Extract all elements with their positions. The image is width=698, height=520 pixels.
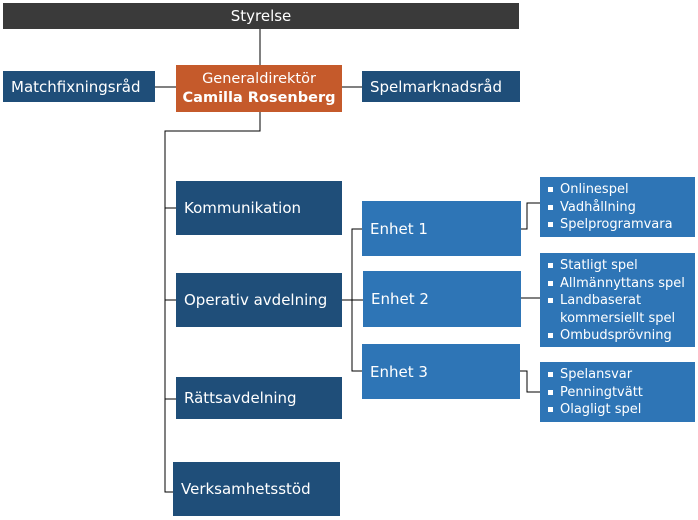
dept-verksamhet-box: Verksamhetsstöd <box>173 462 340 516</box>
task-list: Spelansvar Penningtvätt Olagligt spel <box>546 366 643 419</box>
dept-label: Operativ avdelning <box>184 291 328 309</box>
unit-1-tasks-box: Onlinespel Vadhållning Spelprogramvara <box>540 177 695 237</box>
task-item: Landbaserat kommersiellt spel <box>546 292 685 327</box>
task-list: Statligt spel Allmännyttans spel Landbas… <box>546 257 685 345</box>
unit3-to-tasks-line <box>520 370 540 393</box>
unit1-to-tasks-line <box>521 202 540 230</box>
council-left-box: Matchfixningsråd <box>3 71 155 102</box>
dept-label: Verksamhetsstöd <box>181 480 311 498</box>
dept-label: Kommunikation <box>184 199 302 217</box>
task-list: Onlinespel Vadhållning Spelprogramvara <box>546 181 673 234</box>
board-label: Styrelse <box>230 7 292 25</box>
council-left-label: Matchfixningsråd <box>11 77 141 96</box>
dept-ratts-box: Rättsavdelning <box>176 377 342 419</box>
unit-3-box: Enhet 3 <box>362 344 520 399</box>
director-name: Camilla Rosenberg <box>182 89 336 106</box>
board-box: Styrelse <box>3 3 519 29</box>
dept-kommunikation-box: Kommunikation <box>176 181 342 235</box>
task-item: Vadhållning <box>546 199 673 217</box>
task-item: Penningtvätt <box>546 384 643 402</box>
unit-label: Enhet 1 <box>370 219 428 238</box>
task-item: Ombudsprövning <box>546 327 685 345</box>
task-item: Onlinespel <box>546 181 673 199</box>
task-item-text: Landbaserat kommersiellt spel <box>560 293 676 326</box>
council-right-label: Spelmarknadsråd <box>370 77 503 96</box>
task-item: Spelprogramvara <box>546 216 673 234</box>
unit-3-tasks-box: Spelansvar Penningtvätt Olagligt spel <box>540 362 695 422</box>
dept-operativ-box: Operativ avdelning <box>176 273 342 327</box>
task-item: Statligt spel <box>546 257 685 275</box>
unit-2-tasks-box: Statligt spel Allmännyttans spel Landbas… <box>540 253 695 347</box>
unit-1-box: Enhet 1 <box>362 201 521 256</box>
task-item: Olagligt spel <box>546 401 643 419</box>
council-right-box: Spelmarknadsråd <box>362 71 520 102</box>
task-item: Allmännyttans spel <box>546 275 685 293</box>
unit-2-box: Enhet 2 <box>363 271 521 327</box>
unit-label: Enhet 2 <box>371 290 429 308</box>
director-to-departments-line <box>164 112 261 493</box>
unit-label: Enhet 3 <box>370 362 428 381</box>
dept-label: Rättsavdelning <box>184 389 297 407</box>
director-title: Generaldirektör <box>202 71 316 88</box>
task-item: Spelansvar <box>546 366 643 384</box>
director-box: Generaldirektör Camilla Rosenberg <box>176 65 342 112</box>
